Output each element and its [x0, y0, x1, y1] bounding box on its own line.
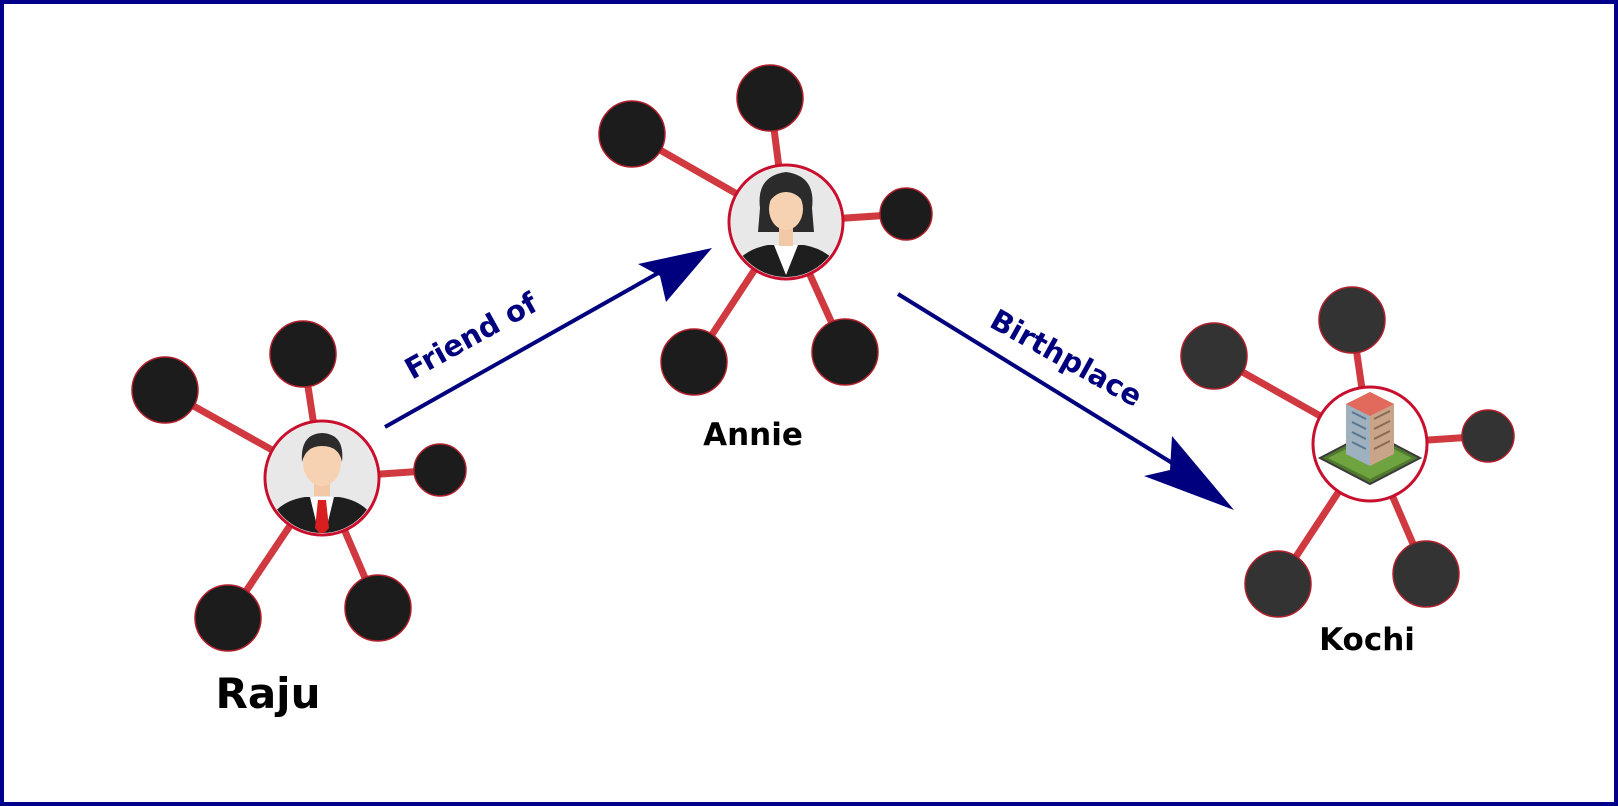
building-icon: [1311, 385, 1429, 503]
edge-friend-of: Friend of: [384, 248, 712, 429]
raju-cluster: [131, 320, 467, 652]
satellite-node: [1392, 540, 1460, 608]
satellite-node: [413, 443, 467, 497]
annie-satellites: [598, 64, 933, 396]
satellite-node: [1318, 286, 1386, 354]
node-label-raju: Raju: [216, 669, 321, 718]
satellite-node: [269, 320, 337, 388]
edge-line: [896, 292, 1192, 476]
satellite-node: [1180, 322, 1248, 390]
arrowhead: [1144, 436, 1234, 510]
satellite-node: [344, 574, 412, 642]
satellite-node: [736, 64, 804, 132]
satellite-node: [660, 328, 728, 396]
businesswoman-icon: [727, 163, 845, 281]
node-label-annie: Annie: [703, 417, 803, 453]
satellite-node: [811, 318, 879, 386]
edge-label-friend-of: Friend of: [399, 285, 543, 386]
kochi-satellites: [1180, 286, 1515, 618]
edge-line: [384, 270, 661, 429]
edge-birthplace: Birthplace: [896, 292, 1234, 510]
satellite-node: [131, 356, 199, 424]
satellite-node: [879, 187, 933, 241]
node-label-kochi: Kochi: [1319, 622, 1415, 658]
arrowhead: [638, 248, 712, 302]
raju-satellites: [131, 320, 467, 652]
satellite-node: [1461, 409, 1515, 463]
kochi-cluster: [1180, 286, 1515, 618]
satellite-node: [598, 100, 666, 168]
satellite-node: [1244, 550, 1312, 618]
annie-cluster: [598, 64, 933, 396]
satellite-node: [194, 584, 262, 652]
businessman-icon: [263, 419, 381, 537]
